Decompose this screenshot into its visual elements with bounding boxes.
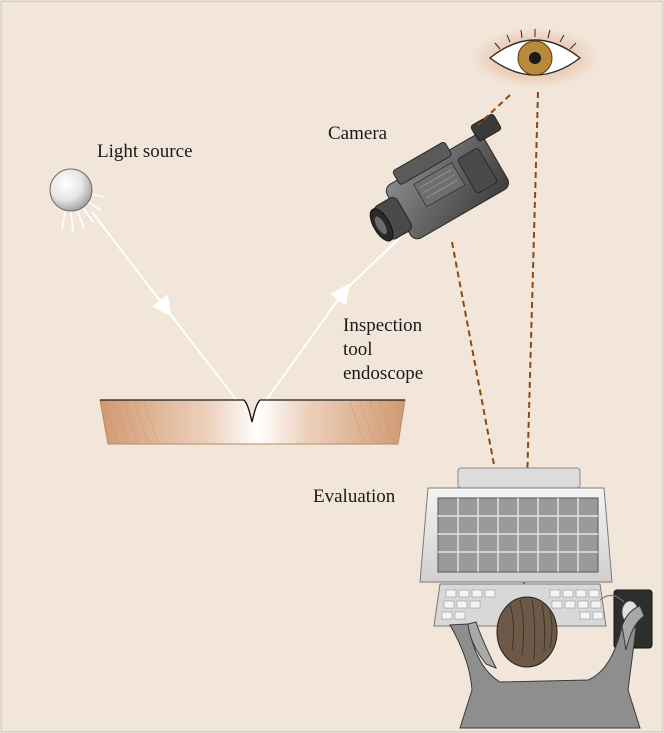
evaluation-label: Evaluation xyxy=(313,486,396,507)
eye-icon xyxy=(471,28,599,88)
inspected-surface xyxy=(99,399,406,445)
computer-operator-icon xyxy=(419,467,653,729)
light-source-label: Light source xyxy=(97,141,193,162)
inspection-label-line1: Inspection xyxy=(343,315,423,336)
light-source-icon xyxy=(49,168,105,233)
inspection-label-line3: endoscope xyxy=(343,363,423,384)
camera-label: Camera xyxy=(328,123,388,144)
inspection-label-line2: tool xyxy=(343,339,373,360)
light-ray-reflected xyxy=(251,232,406,421)
video-camera-icon xyxy=(369,113,509,242)
